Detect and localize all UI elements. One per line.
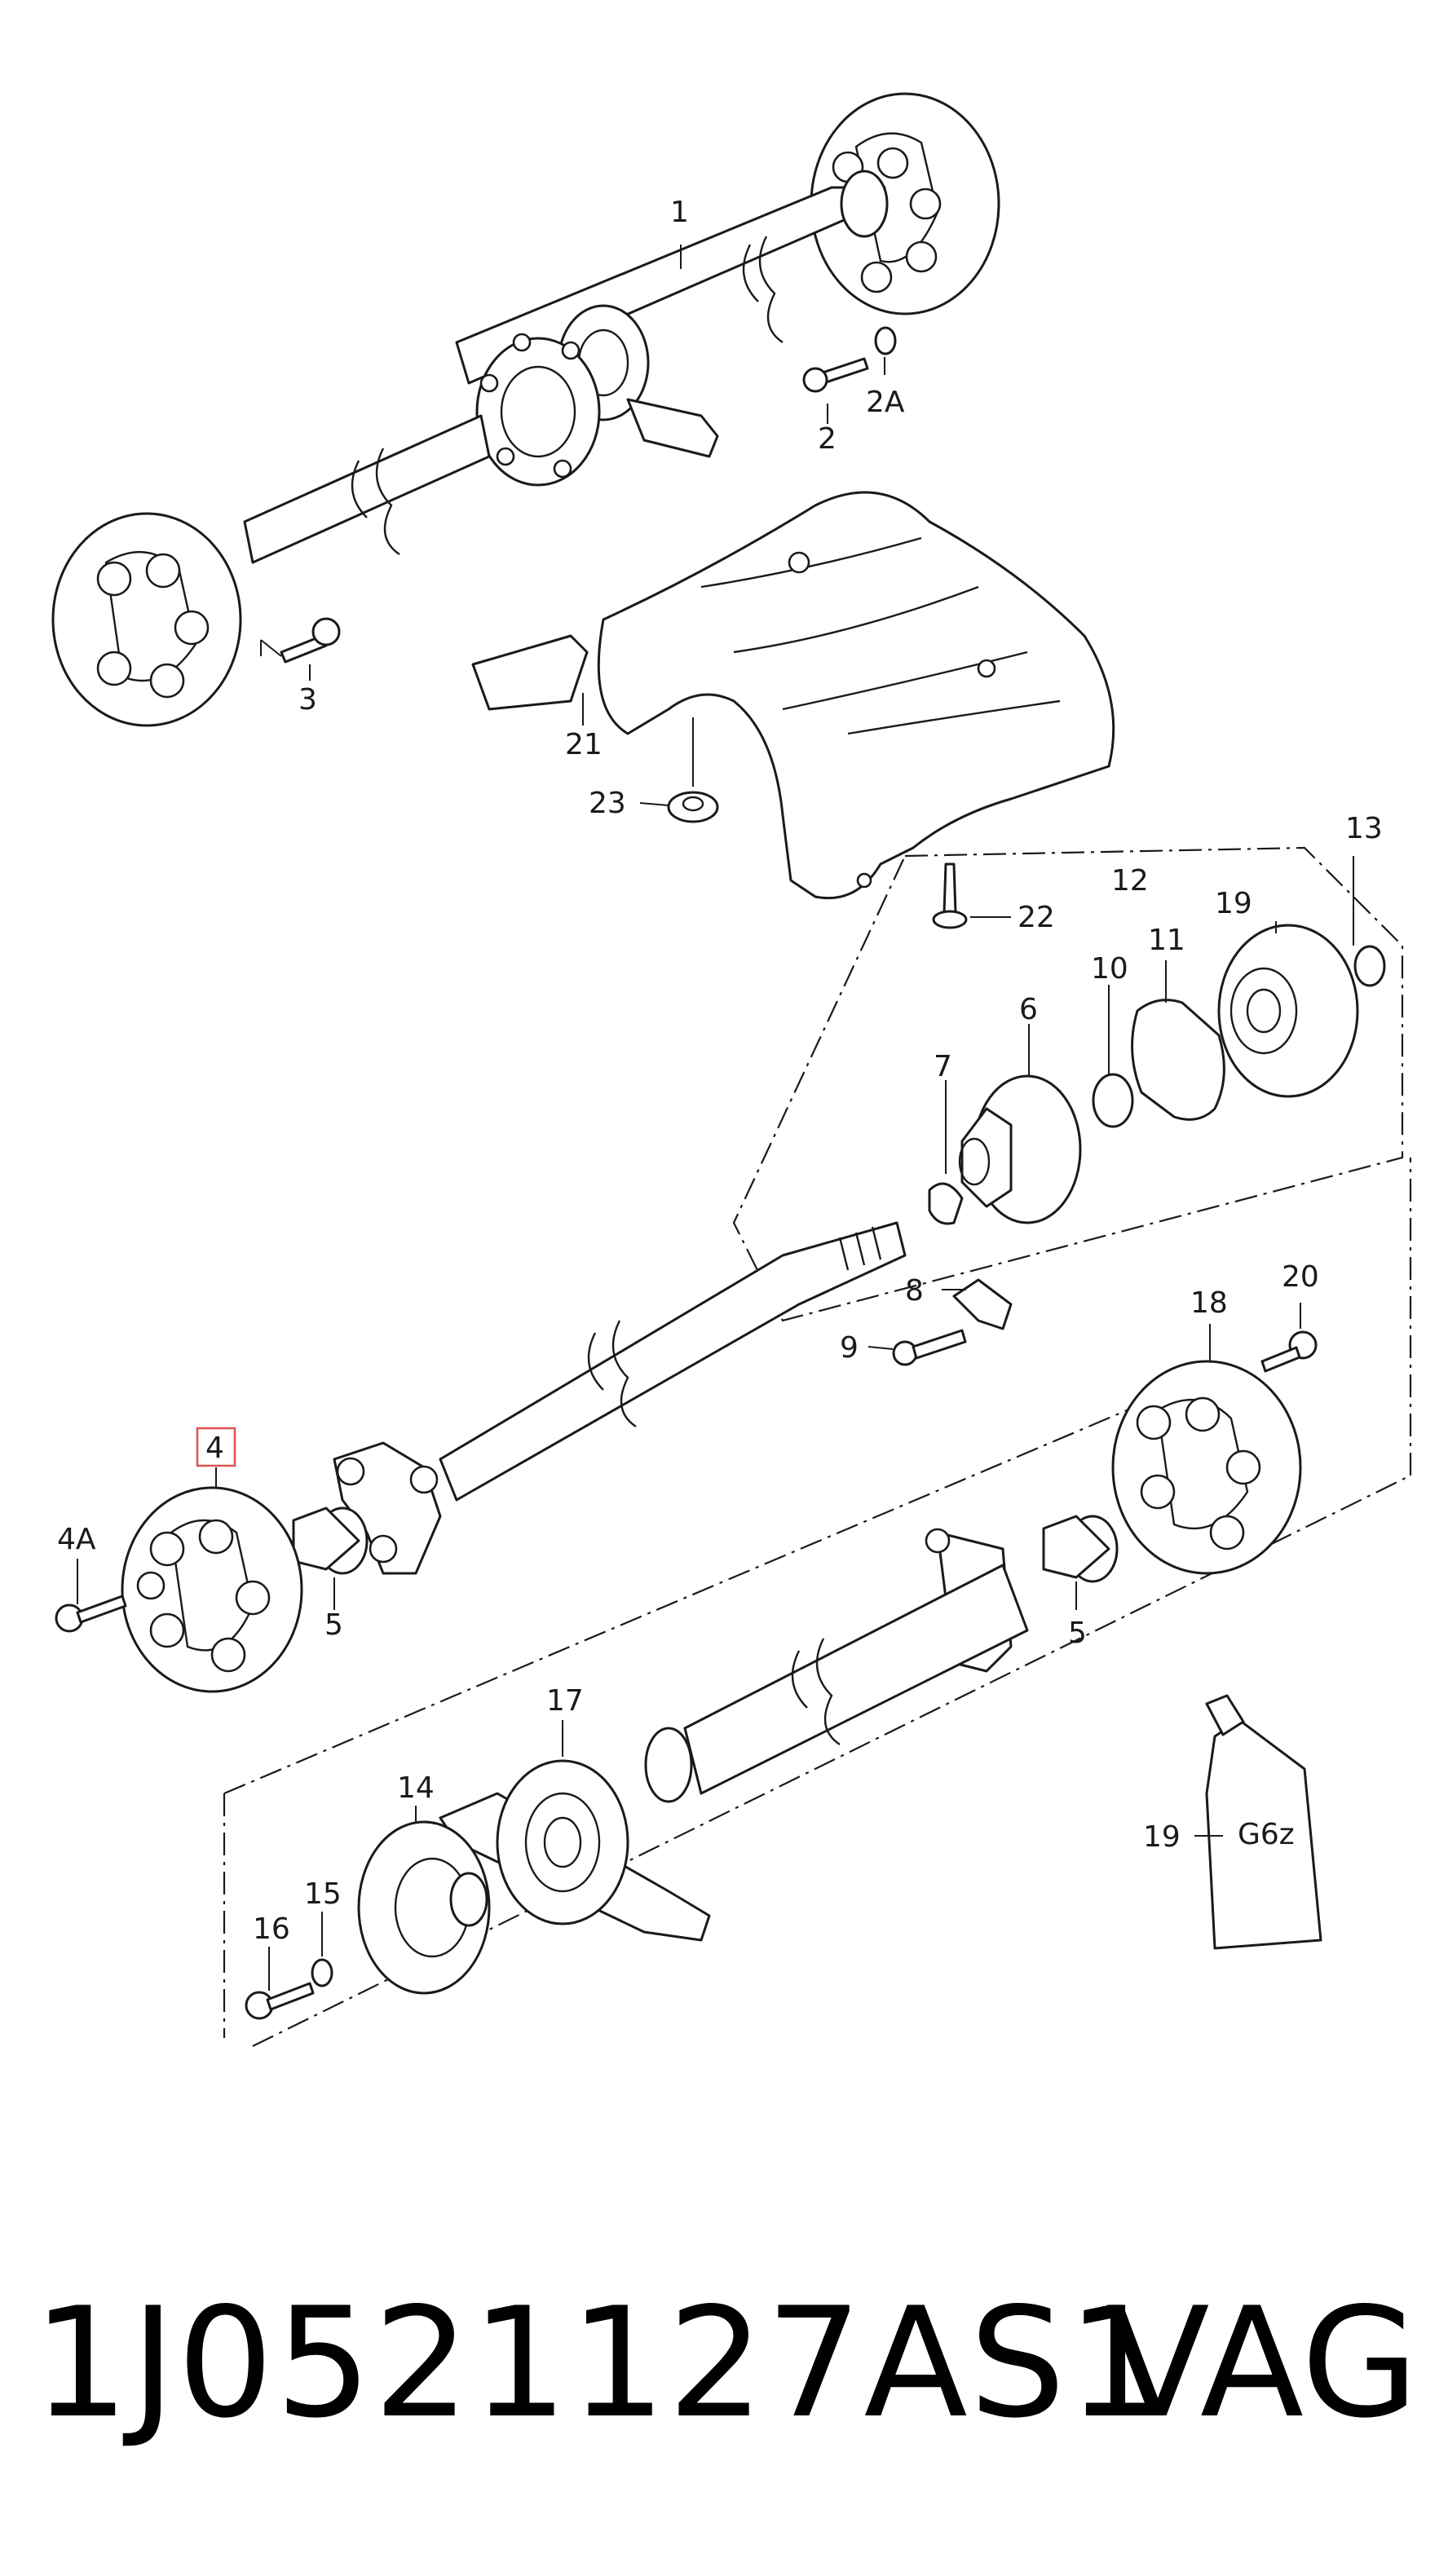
nut-23 bbox=[667, 791, 719, 823]
gasket-11 bbox=[1131, 999, 1225, 1121]
callout-8: 8 bbox=[905, 1274, 924, 1308]
bolt-4a bbox=[55, 1595, 127, 1633]
callout-15: 15 bbox=[304, 1877, 342, 1911]
callout-4-highlight bbox=[196, 1427, 236, 1467]
drive-shaft-middle bbox=[333, 1221, 907, 1575]
callout-23: 23 bbox=[589, 787, 626, 820]
sleeve-5-left bbox=[292, 1506, 369, 1575]
plate-8 bbox=[952, 1278, 1013, 1330]
group-outline bbox=[732, 846, 1404, 1322]
seal-10 bbox=[1092, 1073, 1134, 1128]
drive-shaft-lower bbox=[644, 1528, 1029, 1803]
callout-18: 18 bbox=[1190, 1286, 1228, 1320]
footer: 1J0521127AS1 VAG bbox=[33, 2274, 1419, 2451]
ring-13 bbox=[1353, 945, 1386, 987]
heat-shield bbox=[471, 491, 1115, 900]
grease-tube-19 bbox=[1205, 1694, 1322, 1950]
screw-22 bbox=[932, 862, 968, 929]
callout-7: 7 bbox=[934, 1050, 952, 1083]
cover-14 bbox=[357, 1820, 491, 1995]
bolt-16 bbox=[245, 1982, 315, 2020]
callout-5-left: 5 bbox=[324, 1608, 343, 1642]
callout-2: 2 bbox=[818, 422, 837, 456]
bearing-19 bbox=[1217, 924, 1359, 1098]
callout-22: 22 bbox=[1018, 901, 1055, 934]
callout-14: 14 bbox=[397, 1771, 435, 1805]
callout-20: 20 bbox=[1282, 1260, 1319, 1294]
callout-12: 12 bbox=[1111, 864, 1149, 898]
callout-1: 1 bbox=[670, 196, 689, 229]
callout-2a: 2A bbox=[866, 386, 905, 419]
bolt-20 bbox=[1260, 1330, 1318, 1373]
callout-13: 13 bbox=[1345, 812, 1383, 845]
callout-21: 21 bbox=[565, 728, 603, 761]
sleeve-5-right bbox=[1042, 1515, 1119, 1583]
callout-3: 3 bbox=[298, 683, 317, 717]
flex-disc-4 bbox=[121, 1486, 303, 1693]
part-number: 1J0521127AS1 bbox=[33, 2274, 1166, 2451]
bolt-9 bbox=[892, 1329, 967, 1366]
brand-name: VAG bbox=[1106, 2274, 1419, 2451]
drive-shaft-assembly-top bbox=[51, 92, 1000, 727]
callout-4a: 4A bbox=[57, 1523, 96, 1556]
callout-11: 11 bbox=[1148, 924, 1185, 957]
flex-disc-18 bbox=[1111, 1360, 1302, 1575]
washer-15 bbox=[311, 1958, 333, 1987]
callout-labels: 1 2 2A 3 21 23 22 12 13 19 11 10 6 7 8 9… bbox=[57, 196, 1383, 1946]
leader-lines bbox=[77, 245, 1354, 1991]
callout-9: 9 bbox=[840, 1331, 859, 1365]
support-bearing-17 bbox=[439, 1759, 711, 1942]
callout-4: 4 bbox=[205, 1431, 224, 1465]
exploded-parts-diagram: 1 2 2A 3 21 23 22 12 13 19 11 10 6 7 8 9… bbox=[51, 92, 1412, 2047]
callout-17: 17 bbox=[546, 1684, 584, 1718]
callout-16: 16 bbox=[253, 1912, 290, 1946]
flange-6 bbox=[958, 1074, 1082, 1224]
grease-tube-label: G6z bbox=[1238, 1818, 1295, 1851]
callout-10: 10 bbox=[1091, 952, 1128, 986]
callout-5-right: 5 bbox=[1068, 1617, 1087, 1650]
callout-19-grease: 19 bbox=[1143, 1820, 1181, 1854]
bolt-2 bbox=[802, 326, 897, 393]
callout-19-bearing: 19 bbox=[1215, 887, 1252, 920]
bolt-3 bbox=[280, 617, 341, 664]
callout-6: 6 bbox=[1019, 993, 1038, 1026]
clip-7 bbox=[928, 1182, 964, 1225]
